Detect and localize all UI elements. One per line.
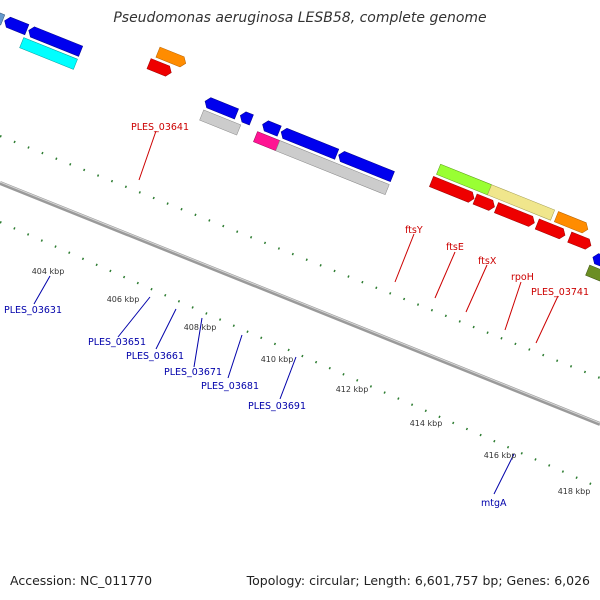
tick-label: 414 kbp xyxy=(410,419,443,428)
gene-arrow xyxy=(567,231,592,250)
gene-label: PLES_03691 xyxy=(248,401,306,412)
accession-text: Accession: NC_011770 xyxy=(10,573,153,588)
gene-arrow xyxy=(155,46,187,68)
gene-label: ftsX xyxy=(478,256,497,267)
gene-arrow xyxy=(262,120,282,137)
gene-label: PLES_03631 xyxy=(4,305,62,316)
tick-label: 418 kbp xyxy=(558,487,591,496)
gene-arrow xyxy=(280,127,340,160)
gene-arrow xyxy=(553,211,589,234)
gene-label: PLES_03671 xyxy=(164,367,222,378)
gene-label: ftsE xyxy=(446,242,464,253)
gene-arrow xyxy=(472,193,495,211)
tick-label: 416 kbp xyxy=(484,451,517,460)
top-gene-labels: PLES_03641 ftsY ftsE ftsX rpoH PLES_0374… xyxy=(131,122,589,298)
gene-arrow xyxy=(338,151,395,183)
gene-arrow xyxy=(204,97,239,120)
gene-label: PLES_03651 xyxy=(88,337,146,348)
gene-label: PLES_03641 xyxy=(131,122,189,133)
tick-label: 410 kbp xyxy=(261,355,294,364)
gene-arrow xyxy=(275,140,390,196)
gene-label: PLES_03661 xyxy=(126,351,184,362)
gene-label: ftsY xyxy=(405,225,423,236)
gene-arrow xyxy=(429,176,475,203)
bottom-leader-lines xyxy=(33,275,515,495)
gene-arrow xyxy=(585,264,600,287)
tick-labels: 404 kbp 406 kbp 408 kbp 410 kbp 412 kbp … xyxy=(32,267,591,496)
gene-arrow xyxy=(199,109,242,136)
gene-arrow xyxy=(239,111,254,126)
tick-label: 404 kbp xyxy=(32,267,65,276)
tick-label: 408 kbp xyxy=(184,323,217,332)
top-leader-lines xyxy=(138,130,559,344)
gene-arrow xyxy=(28,26,84,57)
bottom-gene-labels: PLES_03631 PLES_03651 PLES_03661 PLES_03… xyxy=(4,305,507,509)
genome-backbone-highlight xyxy=(0,181,600,424)
tick-label: 412 kbp xyxy=(336,385,369,394)
gene-arrow xyxy=(487,184,556,221)
map-title: Pseudomonas aeruginosa LESB58, complete … xyxy=(113,10,487,26)
gene-label: rpoH xyxy=(511,272,534,283)
gene-arrow xyxy=(4,16,30,36)
gene-track xyxy=(0,10,600,287)
gene-arrow xyxy=(494,202,535,227)
gene-label: PLES_03681 xyxy=(201,381,259,392)
gene-arrow xyxy=(534,218,566,240)
gene-label: PLES_03741 xyxy=(531,287,589,298)
gene-arrow xyxy=(0,10,6,26)
gene-label: mtgA xyxy=(481,498,507,509)
gene-arrow xyxy=(146,58,172,77)
inner-tick-ring xyxy=(0,220,600,490)
tick-label: 406 kbp xyxy=(107,295,140,304)
genome-summary-text: Topology: circular; Length: 6,601,757 bp… xyxy=(246,573,590,588)
gene-arrow xyxy=(19,37,78,70)
genome-backbone xyxy=(0,181,600,426)
